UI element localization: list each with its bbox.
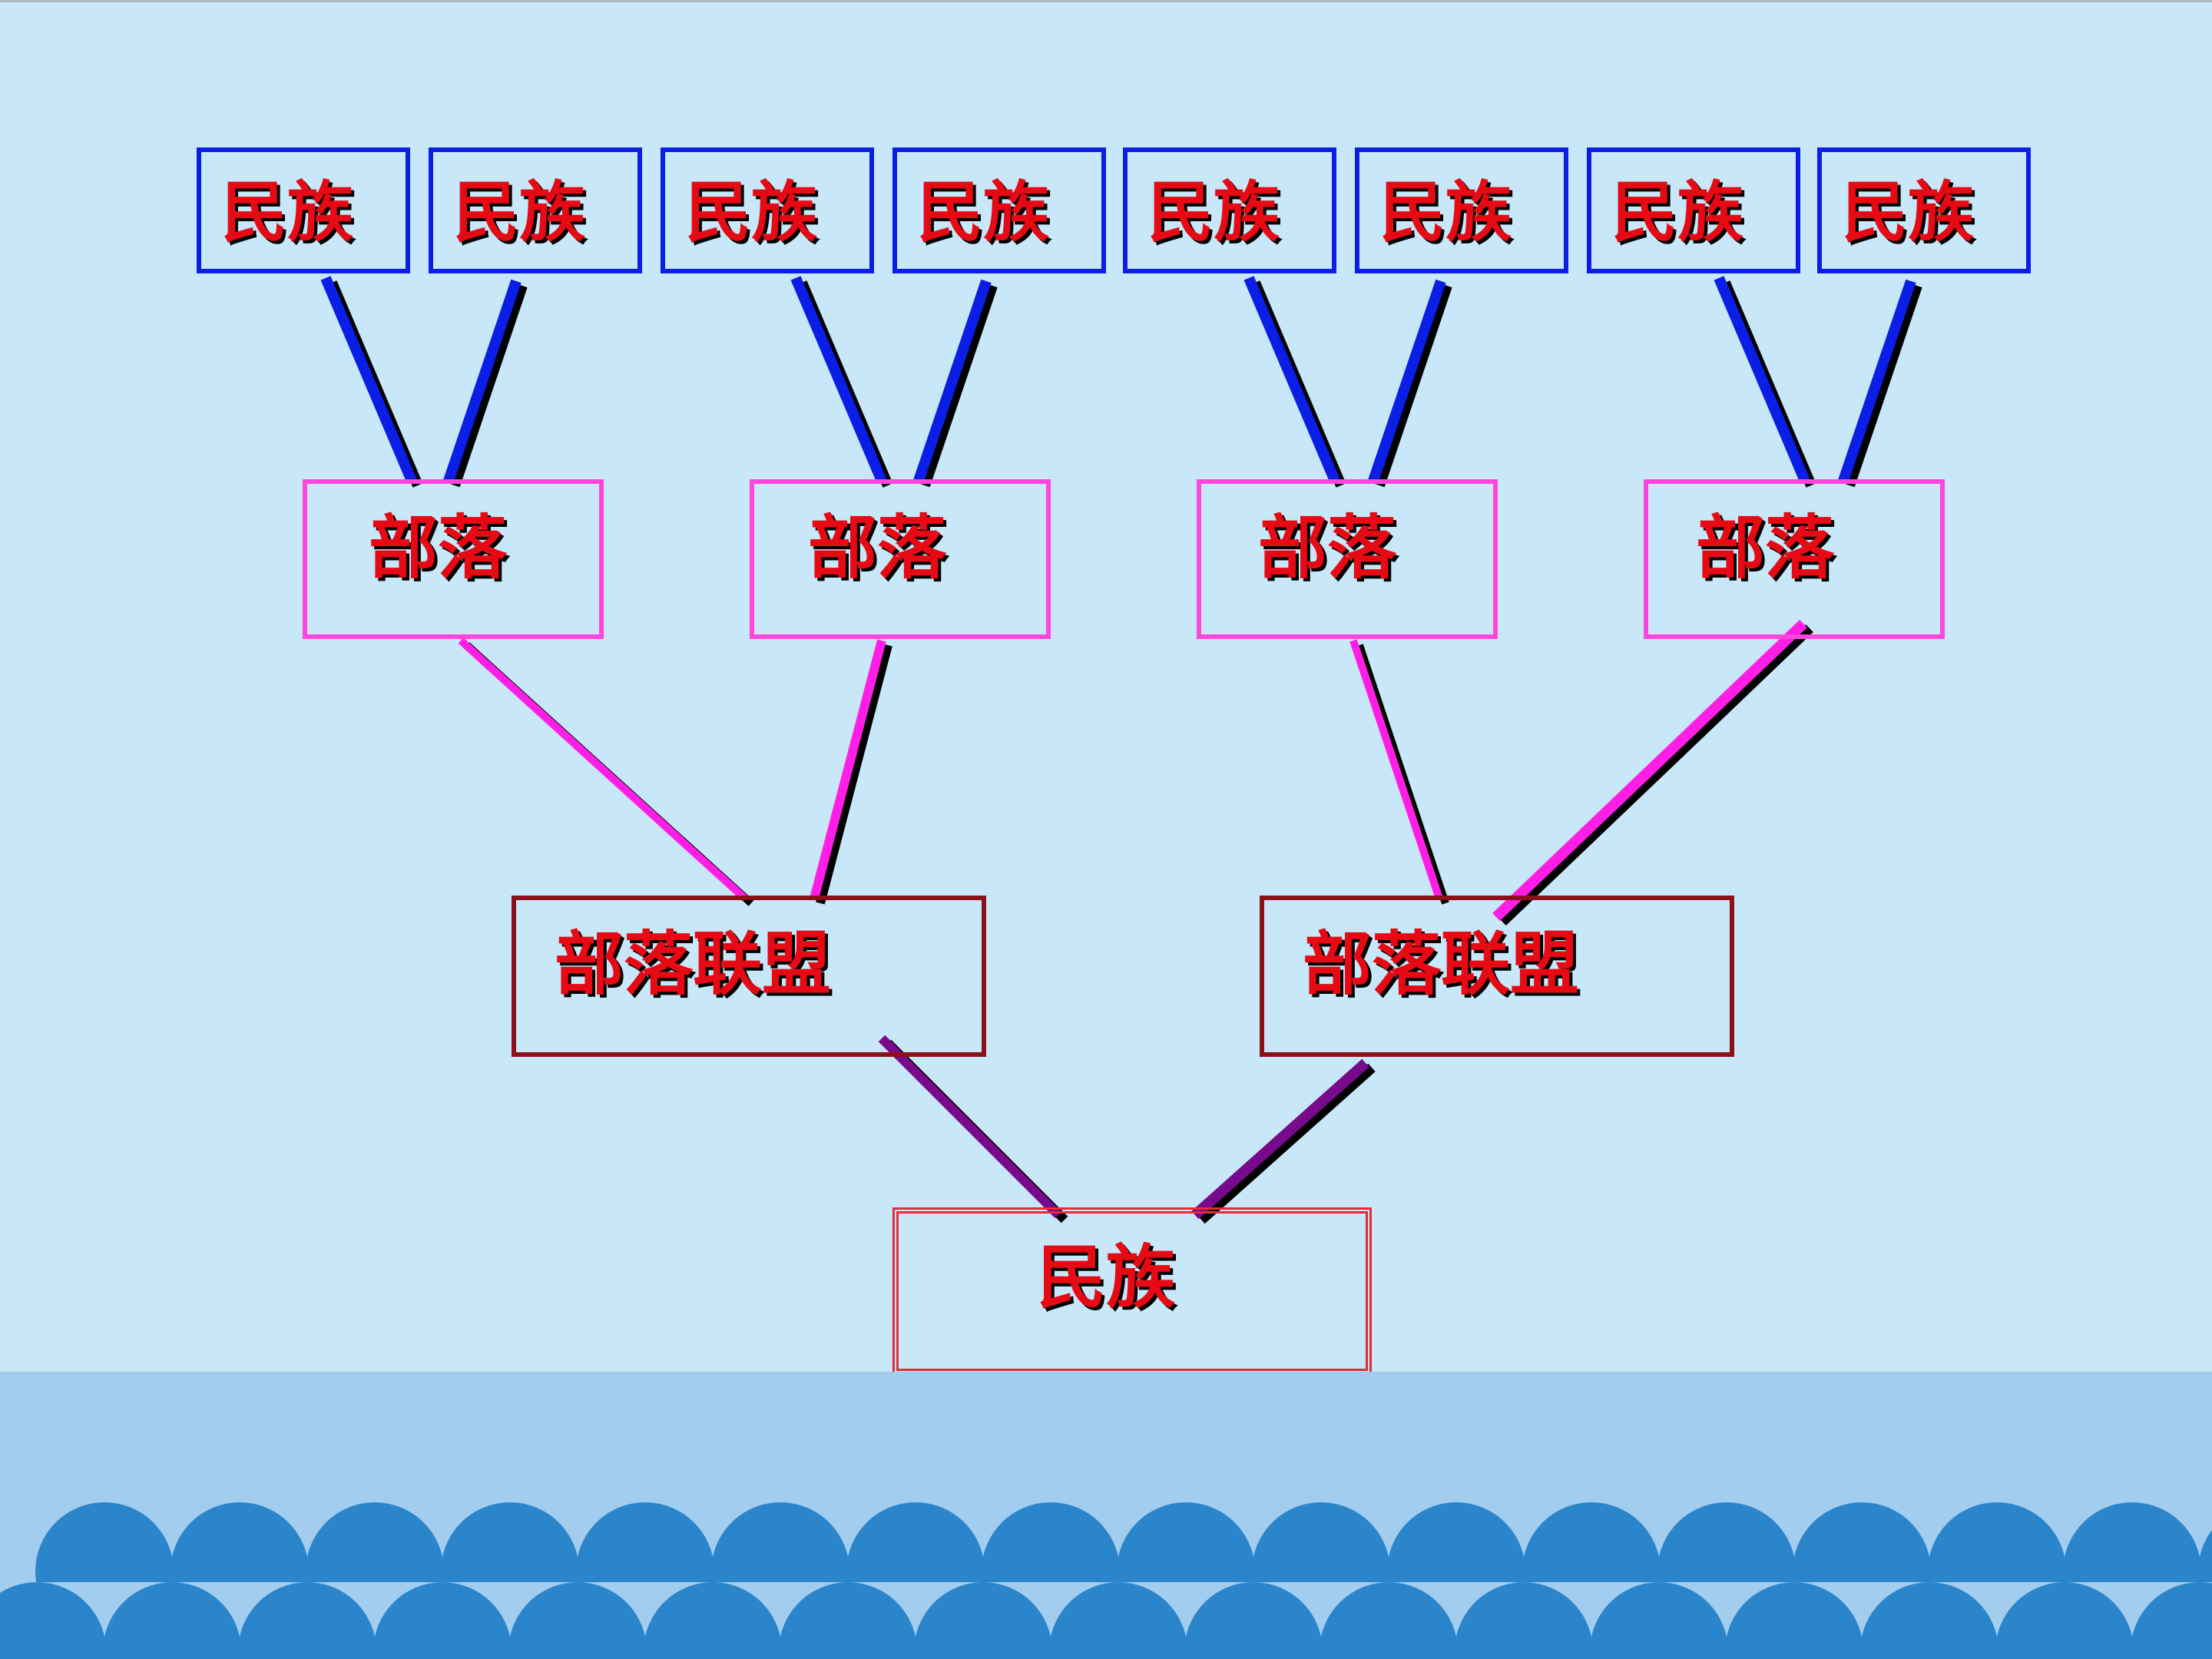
clan-link-3 (790, 276, 887, 483)
tribe-box-4: 部落 (1644, 479, 1945, 639)
clan-link-4 (913, 279, 992, 483)
tribe-link-4 (1492, 619, 1807, 922)
clan-label-7: 民族 (1611, 174, 1743, 251)
union-label-1: 部落联盟 (555, 923, 831, 1005)
tribe-label-4: 部落 (1696, 507, 1834, 588)
wave-front-2 (103, 1582, 241, 1659)
wave-front-5 (508, 1582, 647, 1659)
wave-front-9 (1049, 1582, 1187, 1659)
tribe-link-4-shadow (1498, 624, 1813, 926)
tribe-box-2: 部落 (750, 479, 1051, 639)
clan-box-6: 民族 (1355, 147, 1568, 273)
wave-front-14 (1725, 1582, 1863, 1659)
clan-link-6-shadow (1374, 283, 1452, 488)
wave-front-6 (644, 1582, 782, 1659)
clan-label-2: 民族 (453, 174, 585, 251)
clan-box-2: 民族 (429, 147, 642, 273)
wave-front-10 (1184, 1582, 1323, 1659)
tribe-label-3: 部落 (1258, 507, 1396, 588)
tribe-link-1 (458, 637, 748, 902)
clan-link-2-shadow (449, 283, 528, 488)
wave-front-17 (2131, 1582, 2212, 1659)
union-box-2: 部落联盟 (1260, 896, 1734, 1057)
union-link-1 (878, 1035, 1062, 1219)
clan-box-7: 民族 (1587, 147, 1800, 273)
clan-label-4: 民族 (917, 174, 1049, 251)
clan-link-5 (1243, 276, 1340, 483)
clan-link-8-shadow (1844, 283, 1922, 488)
wave-front-12 (1455, 1582, 1593, 1659)
tribe-label-2: 部落 (808, 507, 946, 588)
tribe-box-3: 部落 (1197, 479, 1498, 639)
union-box-1: 部落联盟 (512, 896, 986, 1057)
wave-front-3 (238, 1582, 376, 1659)
clan-label-1: 民族 (221, 174, 353, 251)
clan-label-3: 民族 (685, 174, 817, 251)
clan-label-5: 民族 (1147, 174, 1280, 251)
tribe-box-1: 部落 (303, 479, 604, 639)
clan-link-6 (1368, 279, 1446, 483)
clan-box-3: 民族 (661, 147, 874, 273)
clan-link-8 (1838, 279, 1916, 483)
clan-box-1: 民族 (197, 147, 410, 273)
clan-link-2 (443, 279, 522, 483)
wave-front-13 (1590, 1582, 1728, 1659)
tribe-link-2-shadow (816, 644, 892, 905)
wave-front-16 (1995, 1582, 2134, 1659)
wave-front-7 (779, 1582, 917, 1659)
wave-front-4 (373, 1582, 512, 1659)
tribe-link-2 (810, 639, 886, 900)
clan-label-8: 民族 (1842, 174, 1974, 251)
wave-front-15 (1860, 1582, 1998, 1659)
union-link-2 (1191, 1058, 1369, 1220)
clan-box-4: 民族 (892, 147, 1106, 273)
clan-box-8: 民族 (1817, 147, 2031, 273)
wave-front-1 (0, 1582, 106, 1659)
wave-front-11 (1320, 1582, 1458, 1659)
clan-box-5: 民族 (1123, 147, 1336, 273)
union-label-2: 部落联盟 (1303, 923, 1579, 1005)
clan-label-6: 民族 (1379, 174, 1512, 251)
top-border-line (0, 0, 2212, 2)
tribe-label-1: 部落 (369, 507, 507, 588)
clan-link-7 (1714, 276, 1810, 483)
tribe-link-3 (1349, 639, 1443, 900)
nation-label: 民族 (1037, 1237, 1175, 1318)
union-link-2-shadow (1197, 1063, 1376, 1224)
clan-link-1 (320, 276, 417, 483)
clan-link-4-shadow (919, 283, 998, 488)
wave-front-8 (914, 1582, 1052, 1659)
tribe-link-3-shadow (1356, 644, 1449, 905)
